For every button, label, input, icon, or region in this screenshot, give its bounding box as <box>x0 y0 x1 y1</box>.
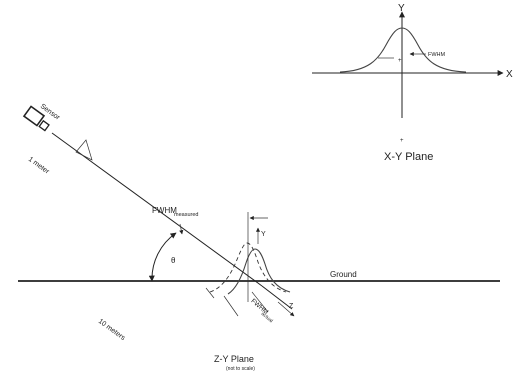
ground-label: Ground <box>330 270 357 279</box>
zy-gaussian-actual <box>227 248 291 295</box>
xy-x-axis-label: X <box>506 69 513 80</box>
fwhm-actual-label: FWHM actual <box>249 298 274 325</box>
distance-2-label: 10 meters <box>97 318 127 342</box>
fwhm-measured-arrow <box>179 223 184 235</box>
xy-y-axis-label: Y <box>398 3 405 14</box>
svg-text:FWHM: FWHM <box>152 206 177 215</box>
zy-gaussian-curve <box>209 242 287 293</box>
xy-plane-title: X-Y Plane <box>384 151 433 163</box>
zy-y-label: Y <box>261 231 266 238</box>
svg-text:measured: measured <box>174 212 198 218</box>
fwhm-measured-edge-a <box>205 287 215 299</box>
distance-1-label: 1 meter <box>27 156 51 176</box>
xy-gaussian-curve <box>339 27 467 73</box>
zy-z-axis <box>277 301 295 317</box>
sensor-beam-line <box>51 132 263 287</box>
xy-fwhm-label: FWHM <box>428 52 446 58</box>
xy-peak-mark: + <box>398 58 402 64</box>
sensor-beam-extension <box>261 285 293 310</box>
xy-small-mark: + <box>400 138 404 144</box>
xy-plane-panel: X Y FWHM + + X-Y Plane <box>312 3 513 163</box>
sensor-field-of-view <box>75 139 93 161</box>
fwhm-actual-right-edge <box>251 291 269 313</box>
fwhm-measured-label: FWHM measured <box>152 206 198 218</box>
zy-plane-panel: Ground Sensor 1 meter FWHM measured θ Y <box>18 103 500 372</box>
zy-plane-title: Z-Y Plane <box>214 354 254 364</box>
sensor-device <box>22 105 50 132</box>
fwhm-actual-left-edge <box>223 295 239 317</box>
svg-text:actual: actual <box>260 311 274 324</box>
zy-z-label: Z <box>289 303 294 310</box>
angle-arc <box>148 232 177 282</box>
angle-label: θ <box>171 256 176 265</box>
zy-plane-subtitle: (not to scale) <box>226 366 255 372</box>
